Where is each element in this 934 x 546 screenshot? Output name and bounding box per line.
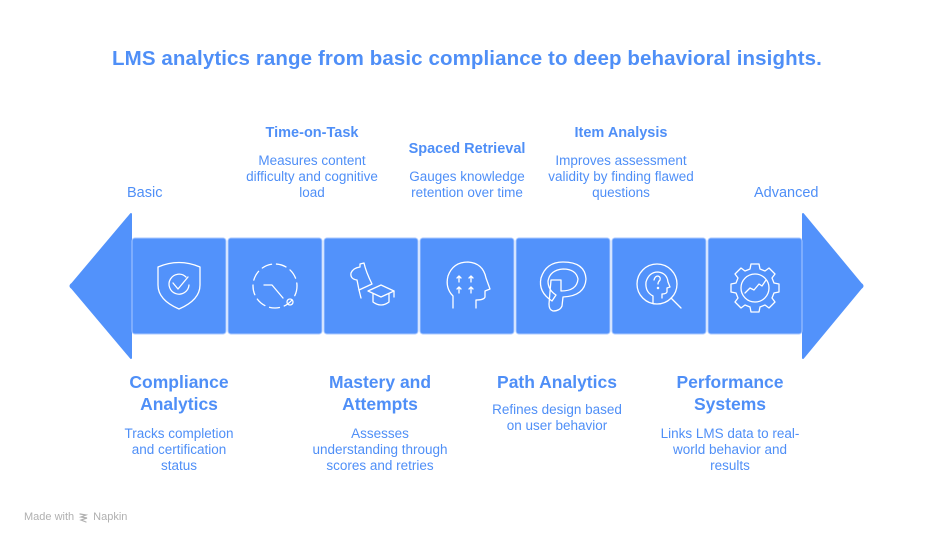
stage-description: Measures content difficulty and cognitiv… bbox=[246, 153, 378, 200]
footer-attribution: Made with Napkin bbox=[24, 511, 127, 523]
stage-description: Tracks completion and certification stat… bbox=[124, 426, 234, 473]
stage-description: Links LMS data to real-world behavior an… bbox=[660, 426, 800, 473]
stage-title: Item Analysis bbox=[574, 125, 668, 141]
stage-box-3 bbox=[323, 237, 419, 335]
stage-title: Time-on-Task bbox=[265, 125, 359, 141]
gear-chart-icon bbox=[730, 263, 780, 313]
stage-box-5 bbox=[515, 237, 611, 335]
stage-description: Improves assessment validity by finding … bbox=[548, 153, 694, 200]
stage-description: Refines design based on user behavior bbox=[492, 402, 622, 433]
stage-compliance-analytics: Compliance Analytics Tracks completion a… bbox=[115, 371, 243, 474]
stage-path-analytics: Path Analytics Refines design based on u… bbox=[485, 371, 629, 434]
scale-end-label: Advanced bbox=[754, 185, 819, 201]
footer-made-with: Made with bbox=[24, 511, 75, 523]
path-p-icon bbox=[539, 261, 587, 312]
stage-spaced-retrieval: Spaced Retrieval Gauges knowledge retent… bbox=[400, 139, 534, 201]
stage-box-2 bbox=[227, 237, 323, 335]
right-arrowhead bbox=[802, 213, 864, 359]
mastery-graduation-icon bbox=[350, 262, 395, 306]
stage-title: Mastery and Attempts bbox=[328, 372, 432, 414]
head-question-search-icon bbox=[636, 263, 682, 309]
stage-description: Gauges knowledge retention over time bbox=[409, 169, 525, 200]
stage-item-analysis: Item Analysis Improves assessment validi… bbox=[548, 123, 694, 201]
timer-icon bbox=[252, 263, 298, 309]
stage-title: Compliance Analytics bbox=[129, 372, 229, 414]
stage-box-1 bbox=[131, 237, 227, 335]
stage-title: Performance Systems bbox=[676, 372, 784, 414]
stage-time-on-task: Time-on-Task Measures content difficulty… bbox=[236, 123, 388, 201]
left-arrowhead bbox=[69, 213, 132, 359]
napkin-logo-icon bbox=[78, 512, 89, 523]
stage-box-6 bbox=[611, 237, 707, 335]
shield-check-icon bbox=[157, 261, 201, 310]
footer-brand: Napkin bbox=[93, 511, 128, 523]
stage-title: Spaced Retrieval bbox=[408, 141, 526, 157]
stage-title: Path Analytics bbox=[497, 372, 617, 392]
stage-box-4 bbox=[419, 237, 515, 335]
scale-start-label: Basic bbox=[127, 185, 163, 201]
page-title: LMS analytics range from basic complianc… bbox=[112, 47, 822, 70]
head-arrows-icon bbox=[446, 261, 491, 309]
stage-description: Assesses understanding through scores an… bbox=[312, 426, 448, 473]
stage-box-7 bbox=[707, 237, 803, 335]
stage-performance-systems: Performance Systems Links LMS data to re… bbox=[656, 371, 804, 474]
stage-mastery-and-attempts: Mastery and Attempts Assesses understand… bbox=[312, 371, 448, 474]
